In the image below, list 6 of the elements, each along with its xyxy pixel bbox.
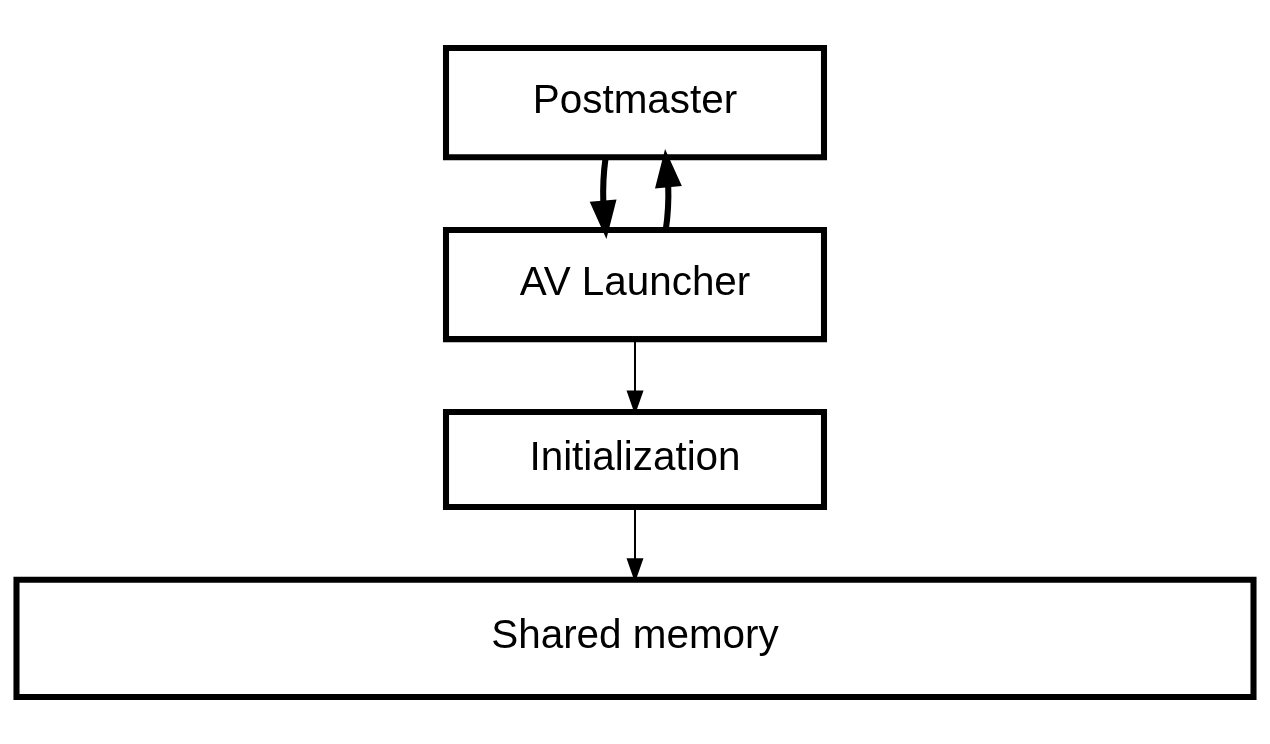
arrow xyxy=(589,157,617,239)
node-box: Postmaster xyxy=(443,44,827,160)
node-box: AV Launcher xyxy=(443,226,827,342)
node-box: Shared memory xyxy=(13,576,1257,700)
arrow xyxy=(655,148,682,230)
node-box: Initialization xyxy=(443,408,827,510)
